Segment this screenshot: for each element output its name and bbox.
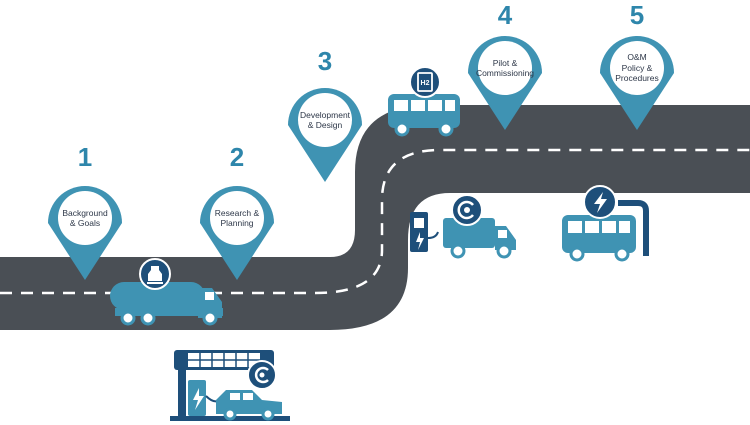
hydrogen-bus-icon: H2 bbox=[388, 66, 460, 137]
step-5-number: 5 bbox=[629, 0, 645, 30]
step-3-number: 3 bbox=[317, 46, 333, 76]
step-3-label: Development & Design bbox=[295, 95, 355, 145]
pin-2-face bbox=[210, 191, 264, 245]
pin-5-face bbox=[610, 41, 664, 95]
step-2-number: 2 bbox=[229, 142, 245, 172]
step-5-label-line-1: O&M bbox=[627, 52, 647, 63]
step-1-label-line-1: Background bbox=[62, 207, 108, 218]
step-1-label: Background & Goals bbox=[55, 193, 115, 243]
step-2-label-line-1: Research & bbox=[214, 207, 260, 218]
step-1-label-line-2: & Goals bbox=[69, 218, 101, 228]
pin-1-face bbox=[58, 191, 112, 245]
step-5-label: O&M Policy & Procedures bbox=[607, 43, 667, 93]
step-4-number: 4 bbox=[497, 0, 513, 30]
step-2-label: Research & Planning bbox=[207, 193, 267, 243]
electric-bus-icon bbox=[562, 185, 649, 262]
step-5-label-line-3: Procedures bbox=[615, 73, 659, 84]
pin-4-face bbox=[478, 41, 532, 95]
pin-1 bbox=[48, 186, 122, 280]
electric-car-icon bbox=[216, 360, 282, 421]
ev-charger-icon bbox=[410, 212, 439, 252]
pin-3-face bbox=[298, 93, 352, 147]
hydrogen-badge-text: H2 bbox=[421, 80, 430, 87]
step-2-label-line-2: Planning bbox=[220, 218, 254, 228]
road bbox=[0, 105, 750, 330]
step-4-label-line-1: Pilot & bbox=[492, 57, 518, 68]
charging-station-icon bbox=[170, 350, 290, 421]
delivery-van-icon bbox=[443, 194, 516, 259]
road-center-dashes bbox=[0, 148, 750, 295]
step-5-label-line-2: Policy & bbox=[621, 62, 653, 73]
tanker-truck-icon bbox=[110, 258, 223, 326]
step-4-label-line-2: Commissioning bbox=[475, 68, 535, 78]
step-4-label: Pilot & Commissioning bbox=[471, 43, 539, 93]
pin-4 bbox=[468, 36, 542, 130]
road-surface bbox=[0, 105, 750, 330]
pin-5 bbox=[600, 36, 674, 130]
step-3-label-line-2: & Design bbox=[307, 120, 343, 130]
pin-2 bbox=[200, 186, 274, 280]
step-1-number: 1 bbox=[77, 142, 93, 172]
pin-3 bbox=[288, 88, 362, 182]
step-3-label-line-1: Development bbox=[299, 109, 351, 120]
